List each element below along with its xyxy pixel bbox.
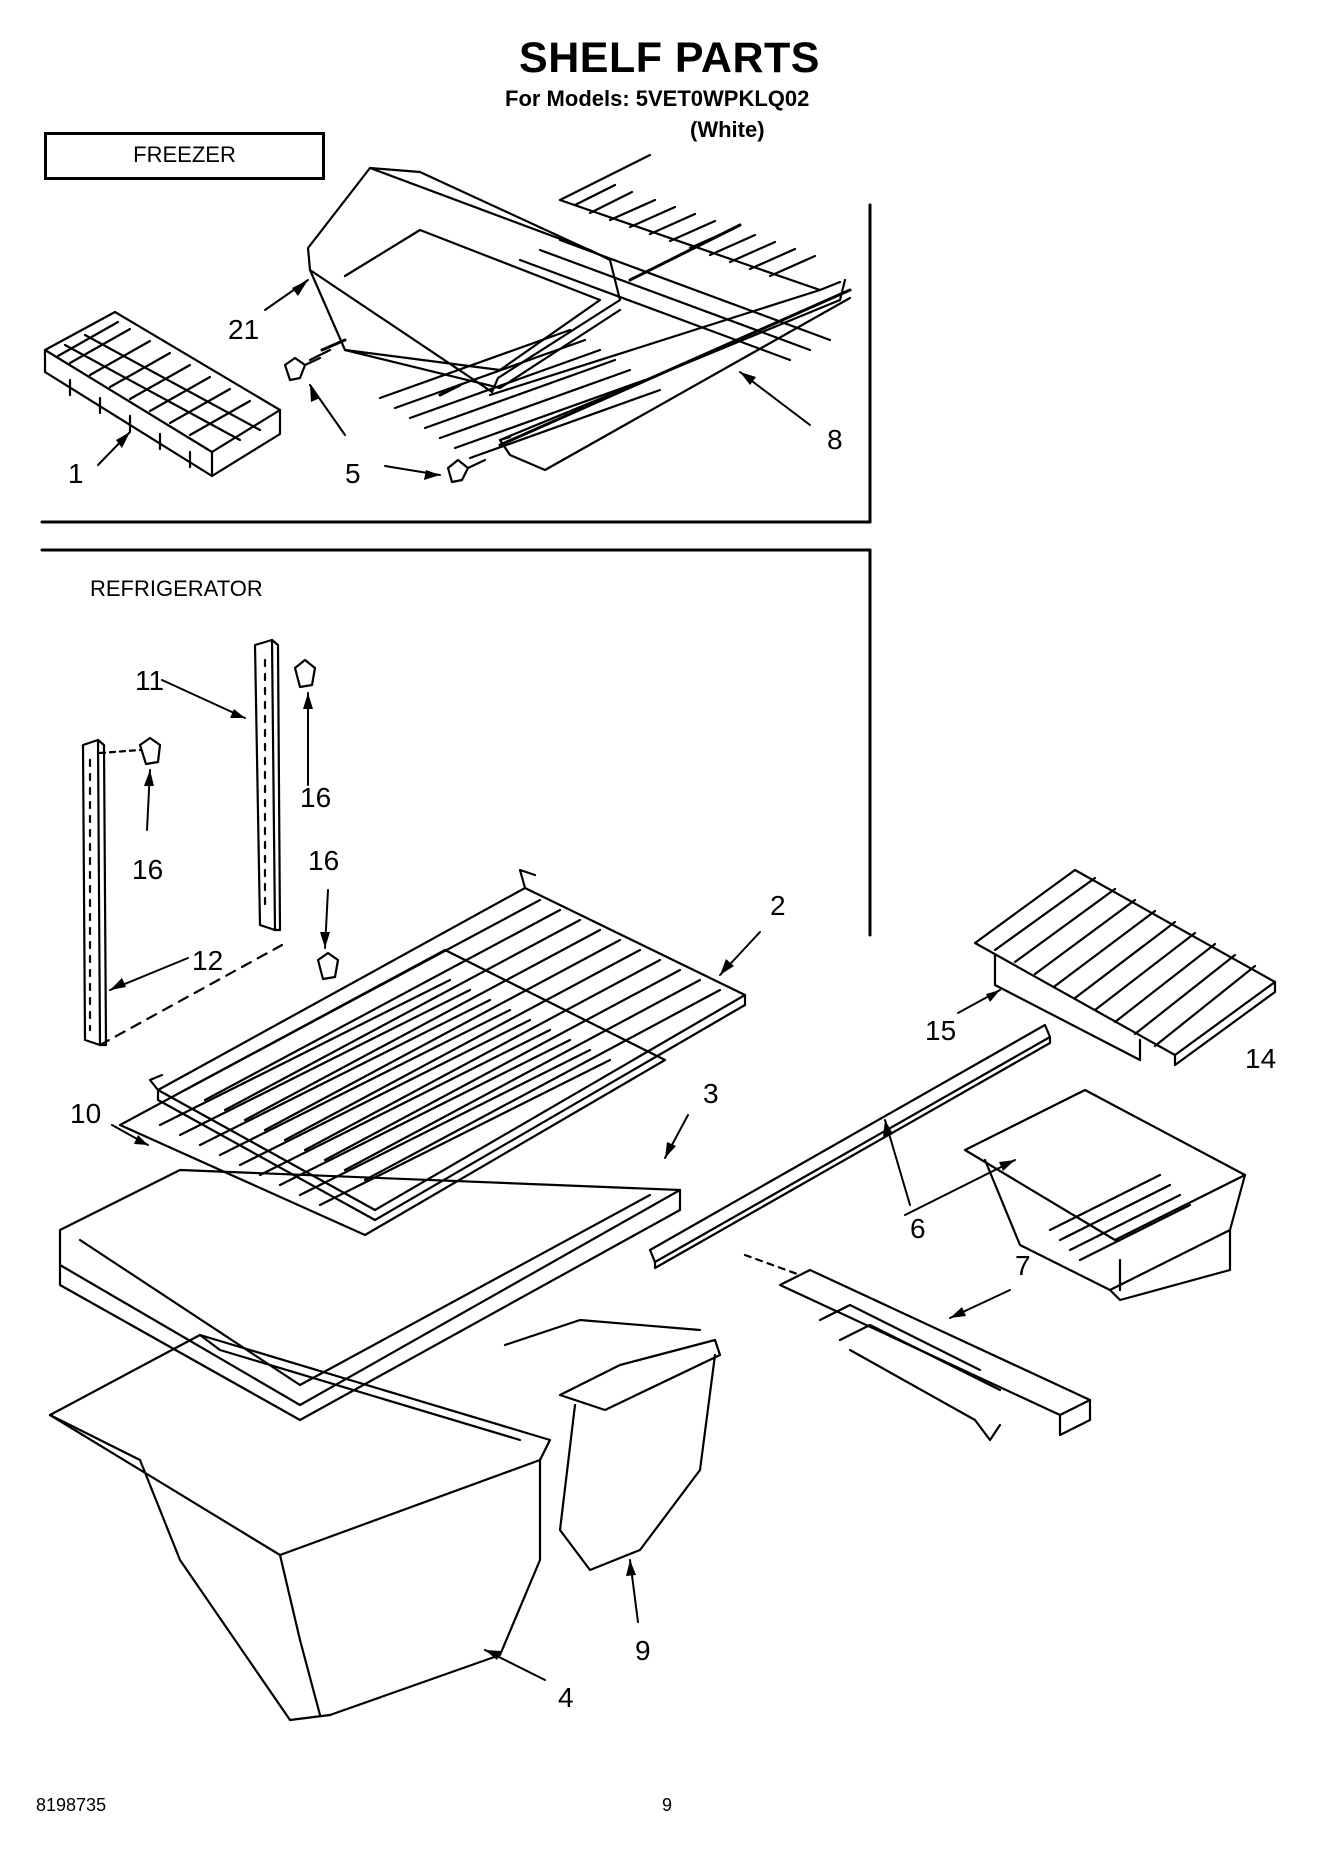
right-shelf-rail-part [253, 638, 282, 932]
right-crisper-drawer-part [503, 1318, 722, 1572]
callout-4: 4 [558, 1682, 574, 1713]
callout-16-lower: 16 [308, 845, 340, 876]
color-line: (White) [690, 117, 765, 142]
callout-3: 3 [703, 1078, 719, 1109]
freezer-peg-parts [283, 356, 487, 484]
callout-11: 11 [135, 665, 165, 696]
callout-15: 15 [925, 1015, 957, 1046]
callout-14: 14 [1245, 1043, 1277, 1074]
models-line: For Models: 5VET0WPKLQ02 [505, 86, 810, 111]
callout-5: 5 [345, 458, 361, 489]
wire-freezer-shelf-part [308, 153, 852, 472]
callout-12: 12 [192, 945, 224, 976]
rail-screw-parts [98, 658, 340, 981]
callout-leaders [97, 279, 1016, 1681]
freezer-bin-part [306, 166, 622, 394]
callout-1: 1 [68, 458, 84, 489]
bracket-part [743, 1253, 1092, 1442]
small-shelf-part [973, 868, 1277, 1067]
callout-8: 8 [827, 424, 843, 455]
callout-16-upper: 16 [300, 782, 332, 813]
callout-10: 10 [70, 1098, 102, 1129]
freezer-frame [40, 203, 872, 524]
left-crisper-drawer-part [48, 1333, 552, 1722]
callout-2: 2 [770, 890, 786, 921]
page-number: 9 [662, 1795, 673, 1815]
callout-6: 6 [910, 1213, 926, 1244]
document-number: 8198735 [36, 1795, 107, 1815]
callout-16-left: 16 [132, 854, 164, 885]
callout-7: 7 [1015, 1250, 1031, 1281]
crisper-cover-part [58, 948, 682, 1422]
divider-strip-part [648, 1023, 1052, 1270]
callout-9: 9 [635, 1635, 651, 1666]
callout-21: 21 [228, 314, 260, 345]
refrigerator-frame [40, 548, 872, 937]
refrigerator-section-label: REFRIGERATOR [90, 576, 263, 601]
deli-drawer-part [963, 1088, 1247, 1302]
ice-tray-part [43, 310, 282, 478]
freezer-section-label: FREEZER [44, 132, 325, 180]
left-shelf-rail-part [81, 738, 284, 1047]
main-shelf-part [148, 868, 747, 1222]
page-title: SHELF PARTS [519, 34, 820, 82]
callout-arrowheads [110, 280, 1015, 1660]
